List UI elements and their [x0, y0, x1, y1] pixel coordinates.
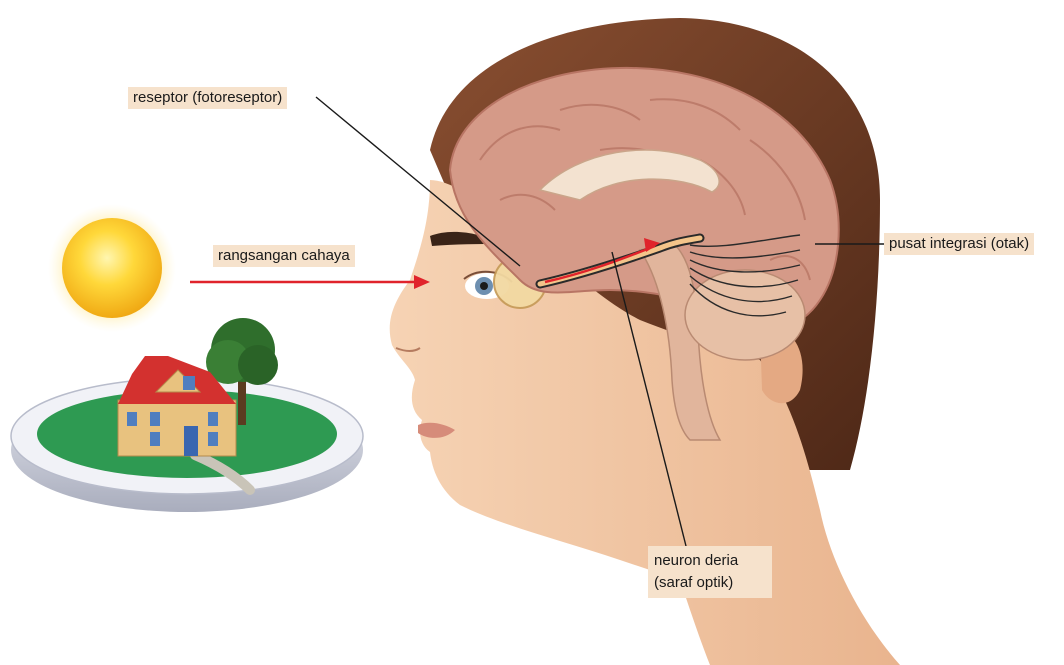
label-sensory-neuron: neuron deria (saraf optik) — [648, 546, 772, 598]
light-stimulus-arrow — [190, 275, 430, 289]
label-light-stimulus: rangsangan cahaya — [213, 245, 355, 267]
label-sensory-neuron-line2: (saraf optik) — [654, 574, 733, 591]
sun-icon — [48, 204, 176, 332]
label-receptor: reseptor (fotoreseptor) — [128, 87, 287, 109]
label-sensory-neuron-line1: neuron deria — [654, 552, 738, 569]
house-scene — [11, 318, 363, 512]
label-integration-center: pusat integrasi (otak) — [884, 233, 1034, 255]
